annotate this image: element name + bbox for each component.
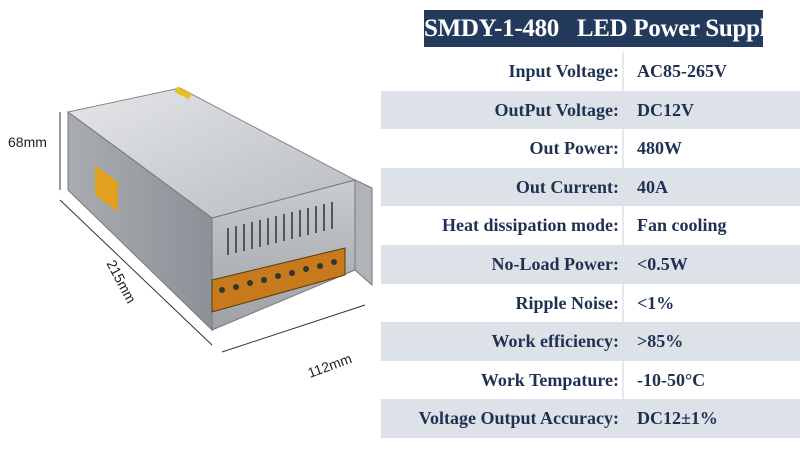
- spec-value: 480W: [637, 138, 682, 159]
- spec-value: >85%: [637, 331, 684, 352]
- spec-label: Out Power:: [381, 129, 624, 168]
- spec-value: <1%: [637, 292, 675, 313]
- terminal-screws: [219, 259, 337, 293]
- spec-label: No-Load Power:: [491, 253, 619, 274]
- length-dimension: 215mm: [103, 257, 139, 306]
- spec-label: Input Voltage:: [381, 52, 624, 91]
- width-dimension: 112mm: [305, 350, 353, 381]
- spec-label: OutPut Voltage:: [494, 99, 619, 120]
- spec-value: DC12V: [637, 99, 694, 120]
- mounting-bracket: [354, 179, 373, 287]
- spec-row: Voltage Output Accuracy: DC12±1%: [381, 399, 800, 438]
- spec-value: AC85-265V: [637, 61, 727, 81]
- spec-row: Input Voltage: AC85-265V: [381, 52, 800, 91]
- spec-label: Work Tempature:: [381, 360, 624, 400]
- spec-row: Out Power: 480W: [381, 129, 800, 168]
- spec-row: OutPut Voltage: DC12V: [381, 90, 800, 130]
- spec-row: Work efficiency: >85%: [381, 322, 800, 361]
- spec-label: Work efficiency:: [491, 331, 619, 352]
- spec-row: Out Current: 40A: [381, 167, 800, 207]
- spec-value: DC12±1%: [637, 408, 718, 429]
- spec-label: Heat dissipation mode:: [381, 206, 624, 245]
- warning-label: [174, 86, 192, 100]
- spec-label: Voltage Output Accuracy:: [418, 408, 619, 429]
- power-supply-illustration: 68mm 215mm 112mm: [8, 86, 373, 381]
- dimension-lines: [59, 112, 366, 353]
- product-title: SMDY-1-480 LED Power Supply: [424, 10, 779, 47]
- spec-value: -10-50°C: [637, 369, 706, 390]
- spec-value: 40A: [637, 176, 668, 197]
- vent-slots: [227, 202, 333, 255]
- spec-row: Ripple Noise: <1%: [381, 283, 800, 323]
- spec-row: No-Load Power: <0.5W: [381, 244, 800, 284]
- spec-value: <0.5W: [637, 253, 688, 274]
- spec-value: Fan cooling: [637, 215, 727, 236]
- spec-table: Input Voltage: AC85-265V OutPut Voltage: D…: [381, 52, 800, 438]
- spec-row: Heat dissipation mode: Fan cooling: [381, 206, 800, 245]
- terminal-block: [211, 247, 346, 313]
- spec-label: Out Current:: [515, 176, 619, 197]
- spec-row: Work Tempature: -10-50°C: [381, 360, 800, 400]
- side-warning-label: [95, 165, 118, 212]
- height-dimension: 68mm: [8, 134, 47, 150]
- spec-label: Ripple Noise:: [381, 283, 624, 323]
